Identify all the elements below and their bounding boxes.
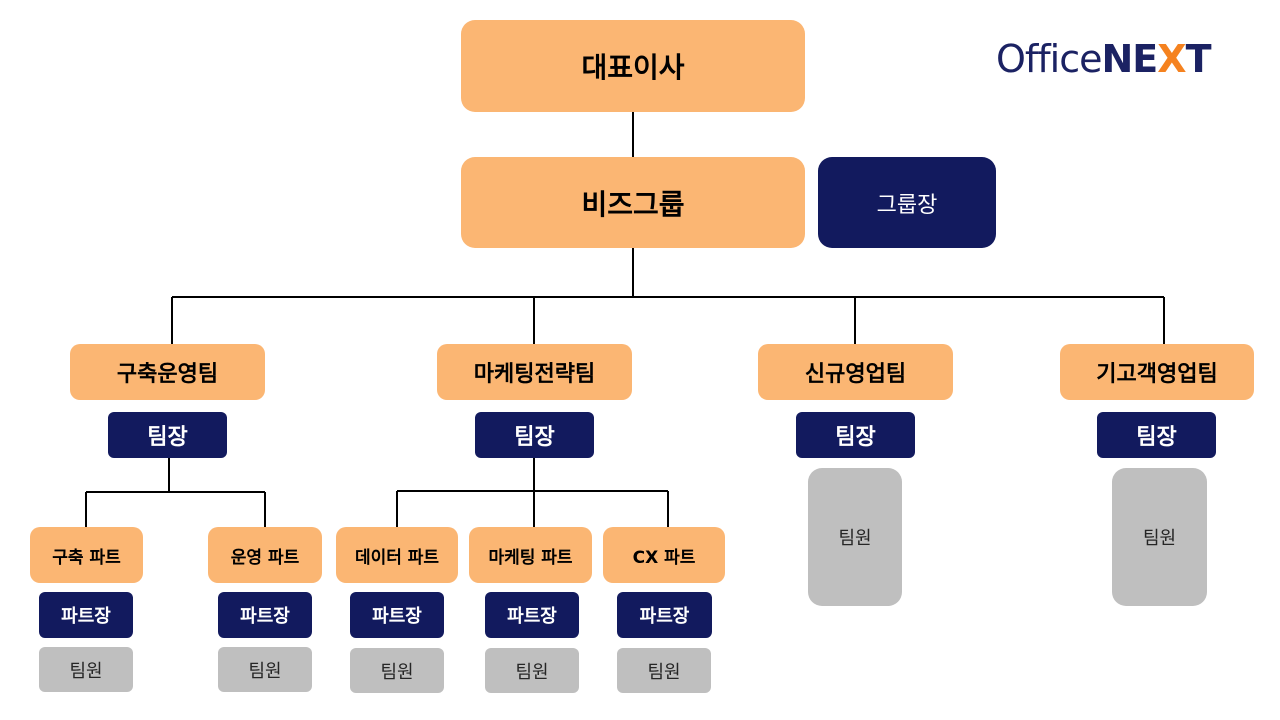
team-box-4: 기고객영업팀	[1060, 344, 1254, 400]
ceo-box: 대표이사	[461, 20, 805, 112]
logo-text-t: T	[1185, 37, 1212, 81]
logo-text-x: X	[1157, 37, 1186, 81]
part-box-3: 데이터 파트	[336, 527, 458, 583]
team-box-1: 구축운영팀	[70, 344, 265, 400]
part-box-1: 구축 파트	[30, 527, 143, 583]
part-member-box-4: 팀원	[485, 648, 579, 693]
part-leader-box-1: 파트장	[39, 592, 133, 638]
team-member-box-4: 팀원	[1112, 468, 1207, 606]
team-leader-box-2: 팀장	[475, 412, 594, 458]
part-box-4: 마케팅 파트	[469, 527, 592, 583]
part-leader-box-5: 파트장	[617, 592, 712, 638]
part-box-5: CX 파트	[603, 527, 725, 583]
part-member-box-1: 팀원	[39, 647, 133, 692]
part-leader-box-2: 파트장	[218, 592, 312, 638]
biz-group-box: 비즈그룹	[461, 157, 805, 248]
part-member-box-2: 팀원	[218, 647, 312, 692]
part-leader-box-4: 파트장	[485, 592, 579, 638]
team-member-box-3: 팀원	[808, 468, 902, 606]
part-box-2: 운영 파트	[208, 527, 322, 583]
team-box-3: 신규영업팀	[758, 344, 953, 400]
logo-text-office: Office	[996, 37, 1102, 81]
logo-text-ne: NE	[1101, 37, 1159, 81]
part-member-box-3: 팀원	[350, 648, 444, 693]
team-box-2: 마케팅전략팀	[437, 344, 632, 400]
part-member-box-5: 팀원	[617, 648, 711, 693]
group-head-box: 그룹장	[818, 157, 996, 248]
team-leader-box-4: 팀장	[1097, 412, 1216, 458]
part-leader-box-3: 파트장	[350, 592, 444, 638]
team-leader-box-3: 팀장	[796, 412, 915, 458]
team-leader-box-1: 팀장	[108, 412, 227, 458]
